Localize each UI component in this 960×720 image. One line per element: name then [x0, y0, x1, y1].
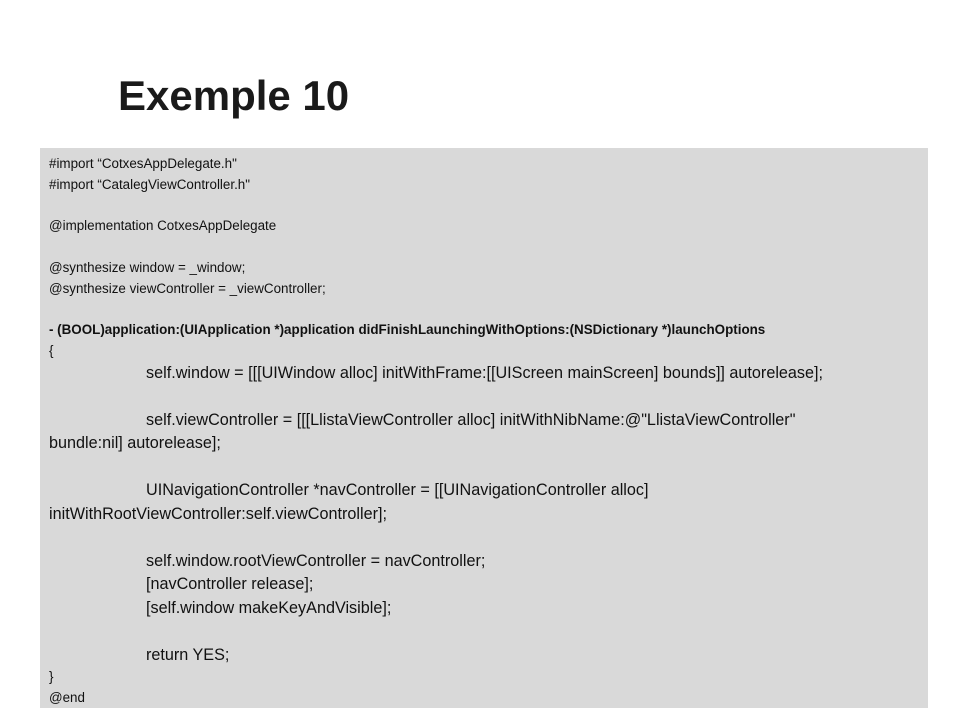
code-line-open-brace: { [49, 343, 54, 359]
code-line-close-brace: } [49, 669, 54, 685]
code-line-nav-controller-init-cont: initWithRootViewController:self.viewCont… [49, 504, 387, 523]
code-block: #import “CotxesAppDelegate.h" #import “C… [40, 148, 928, 708]
code-line-method-signature: - (BOOL)application:(UIApplication *)app… [49, 322, 766, 338]
slide-title: Exemple 10 [118, 72, 350, 119]
code-line-root-view-controller: self.window.rootViewController = navCont… [146, 551, 486, 570]
code-line-synthesize-window: @synthesize window = _window; [49, 259, 246, 275]
code-line-synthesize-view-controller: @synthesize viewController = _viewContro… [49, 280, 326, 296]
code-line-view-controller-init: self.viewController = [[[LlistaViewContr… [146, 410, 796, 429]
code-blank-line [49, 385, 920, 409]
code-line-view-controller-init-cont: bundle:nil] autorelease]; [49, 434, 221, 453]
code-blank-line [49, 300, 920, 321]
code-blank-line [49, 526, 920, 550]
code-blank-line [49, 620, 920, 644]
code-line-implementation: @implementation CotxesAppDelegate [49, 218, 277, 234]
code-blank-line [49, 456, 920, 480]
code-line-window-init: self.window = [[[UIWindow alloc] initWit… [146, 363, 824, 382]
code-line-import-cataleg: #import “CatalegViewController.h" [49, 176, 250, 192]
code-blank-line [49, 237, 920, 258]
code-line-return: return YES; [146, 645, 230, 664]
code-line-end: @end [49, 690, 85, 706]
code-line-nav-controller-release: [navController release]; [146, 575, 314, 594]
code-line-import-app-delegate: #import “CotxesAppDelegate.h" [49, 156, 237, 171]
code-line-make-key-visible: [self.window makeKeyAndVisible]; [146, 598, 392, 617]
code-blank-line [49, 196, 920, 217]
code-line-nav-controller-init: UINavigationController *navController = … [146, 481, 649, 500]
